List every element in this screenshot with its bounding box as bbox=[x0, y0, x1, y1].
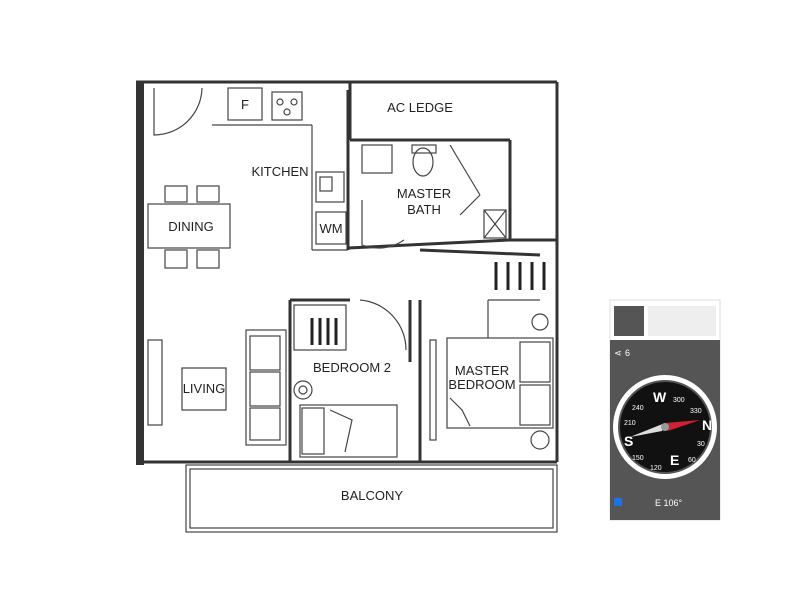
coffee-table bbox=[181, 367, 227, 411]
fridge bbox=[227, 87, 263, 121]
compass-needle-south bbox=[630, 423, 665, 437]
label-bedroom2: BEDROOM 2 bbox=[313, 360, 391, 375]
compass-needle-north bbox=[665, 420, 700, 431]
label-balcony: BALCONY bbox=[341, 488, 403, 503]
compass-app: 6 ⋖ W N E S 300 330 30 60 120 150 210 24… bbox=[609, 299, 721, 521]
label-master-bath-2: BATH bbox=[407, 202, 441, 217]
bedroom2-bed bbox=[293, 299, 407, 458]
compass-heading: E 106° bbox=[655, 498, 683, 508]
sofa bbox=[245, 329, 287, 446]
label-master-bedroom-1: MASTER bbox=[455, 363, 509, 378]
deg-300: 300 bbox=[673, 397, 685, 404]
wardrobe bbox=[310, 262, 546, 345]
deg-60: 60 bbox=[688, 457, 696, 464]
washing-machine bbox=[315, 211, 347, 245]
compass-s: S bbox=[624, 433, 633, 449]
label-master-bath-1: MASTER bbox=[397, 186, 451, 201]
deg-120: 120 bbox=[650, 465, 662, 472]
label-fridge: F bbox=[241, 97, 249, 112]
share-icon[interactable]: ⋖ bbox=[614, 348, 622, 358]
label-living: LIVING bbox=[183, 381, 226, 396]
compass-e: E bbox=[670, 452, 679, 468]
deg-330: 330 bbox=[690, 408, 702, 415]
label-kitchen: KITCHEN bbox=[251, 164, 308, 179]
compass-w: W bbox=[653, 389, 667, 405]
master-bed bbox=[429, 313, 554, 450]
dining-table bbox=[147, 185, 231, 269]
deg-150: 150 bbox=[632, 455, 644, 462]
tv-console bbox=[147, 339, 163, 426]
bath-fixtures bbox=[361, 144, 507, 249]
walls bbox=[136, 80, 559, 533]
kitchen-sink-icon bbox=[315, 171, 345, 203]
label-master-bedroom-2: BEDROOM bbox=[448, 377, 515, 392]
deg-240: 240 bbox=[632, 405, 644, 412]
blue-square-button[interactable] bbox=[614, 498, 622, 506]
label-wm: WM bbox=[319, 221, 342, 236]
label-dining: DINING bbox=[168, 219, 214, 234]
label-ac-ledge: AC LEDGE bbox=[387, 100, 453, 115]
entrance-door bbox=[153, 87, 203, 136]
compass-n: N bbox=[702, 417, 712, 433]
stove-icon bbox=[271, 91, 303, 121]
compass-count: 6 bbox=[625, 348, 630, 358]
deg-30: 30 bbox=[697, 441, 705, 448]
deg-210: 210 bbox=[624, 420, 636, 427]
